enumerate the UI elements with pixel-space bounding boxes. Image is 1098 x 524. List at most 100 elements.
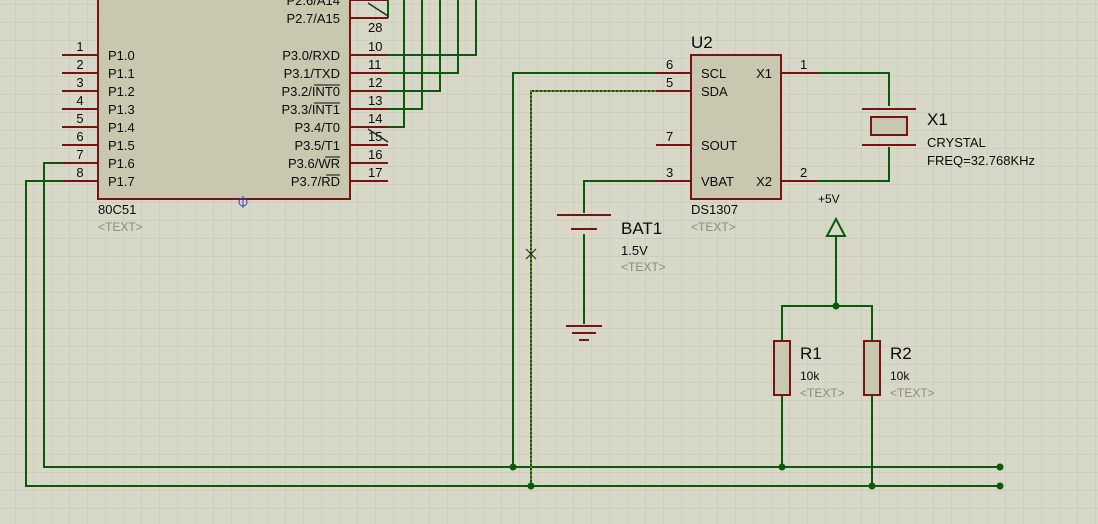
mcu-left-pin-num: 5: [76, 111, 83, 126]
wire-scl: [512, 72, 656, 467]
mcu-left-pin-label: P1.6: [108, 156, 135, 171]
ground-symbol: [566, 325, 602, 341]
mcu-right-pin-label: P3.4/T0: [294, 120, 340, 135]
rtc-pin-x1-label: X1: [756, 66, 772, 81]
wire-p17: [25, 180, 1000, 487]
power-label: +5V: [818, 192, 840, 206]
mcu-top-pin-label: P2.7/A15: [287, 11, 341, 26]
power-5v[interactable]: +5V: [818, 192, 847, 237]
wire-res-top: [781, 305, 873, 340]
battery-ref: BAT1: [621, 219, 662, 238]
crystal-symbol: [862, 108, 916, 146]
mcu-right-pin-num: 17: [368, 165, 382, 180]
mcu-right-pin-num: 12: [368, 75, 382, 90]
mcu-right-pin-label: P3.6/WR: [288, 156, 340, 171]
wire-p16: [43, 162, 1000, 468]
battery-text-placeholder: <TEXT>: [621, 260, 666, 274]
mcu-right-pin-num: 11: [368, 57, 382, 72]
mcu-right-pin-num: 15: [368, 129, 382, 144]
mcu-right-pin-num: 14: [368, 111, 382, 126]
mcu-left-pin-num: 7: [76, 147, 83, 162]
r2-body: [863, 340, 881, 396]
rtc-pin-x1-num: 1: [800, 57, 807, 72]
wire-vbat: [583, 180, 656, 213]
mcu-left-pin-label: P1.7: [108, 174, 135, 189]
mcu-left-pin-num: 8: [76, 165, 83, 180]
resistor-r2[interactable]: R2 10k <TEXT>: [863, 340, 935, 400]
wire-p31: [388, 0, 459, 74]
mcu-pins: 1P1.0 2P1.1 3P1.2 4P1.3 5P1.4 6P1.5 7P1.6 8P1.7…: [62, 0, 389, 189]
rtc-pin-sda-label: SDA: [701, 84, 728, 99]
rtc-name: DS1307: [691, 202, 738, 217]
r1-ref: R1: [800, 344, 822, 363]
battery-symbol: [557, 214, 611, 230]
rtc-text-placeholder: <TEXT>: [691, 220, 736, 234]
mcu-left-pin-label: P1.1: [108, 66, 135, 81]
mcu-name: 80C51: [98, 202, 136, 217]
pin-probe-marker: [367, 128, 389, 143]
mcu-right-pin-label: P3.2/INT0: [281, 84, 340, 99]
mcu-body[interactable]: [97, 0, 351, 200]
wire-x2: [818, 147, 890, 182]
mcu-left-pin-num: 2: [76, 57, 83, 72]
resistor-r1[interactable]: R1 10k <TEXT>: [773, 340, 845, 400]
mcu-text-placeholder: <TEXT>: [98, 220, 143, 234]
rtc-pin-x2-label: X2: [756, 174, 772, 189]
mcu-right-pin-label: P3.1/TXD: [284, 66, 340, 81]
rtc-pin-sout-num: 7: [666, 129, 673, 144]
r1-value: 10k: [800, 369, 820, 383]
crystal-type: CRYSTAL: [927, 135, 986, 150]
rtc-ref: U2: [691, 33, 713, 52]
mcu-left-pin-label: P1.0: [108, 48, 135, 63]
rtc-pin-lines: [656, 72, 818, 182]
wire-p34: [388, 0, 405, 128]
r2-text-placeholder: <TEXT>: [890, 386, 935, 400]
mcu-right-pin-label: P3.7/RD: [291, 174, 340, 189]
sda-marker: [525, 248, 537, 260]
mcu-right-pin-num: 16: [368, 147, 382, 162]
crystal-x1[interactable]: X1 CRYSTAL FREQ=32.768KHz: [862, 108, 1035, 168]
crystal-freq: FREQ=32.768KHz: [927, 153, 1035, 168]
rtc-pin-scl-label: SCL: [701, 66, 726, 81]
mcu-left-pin-num: 1: [76, 39, 83, 54]
mcu-right-pin-label: P3.0/RXD: [282, 48, 340, 63]
mcu-80c51[interactable]: 1P1.0 2P1.1 3P1.2 4P1.3 5P1.4 6P1.5 7P1.6 8P1.7…: [62, 0, 389, 234]
mcu-left-pin-num: 4: [76, 93, 83, 108]
rtc-pin-sout-label: SOUT: [701, 138, 737, 153]
rtc-pin-vbat-label: VBAT: [701, 174, 734, 189]
wire-p30: [388, 0, 477, 56]
crystal-ref: X1: [927, 110, 948, 129]
mcu-origin-marker: [238, 196, 248, 208]
rtc-ds1307[interactable]: U2 DS1307 <TEXT> 6 5 7 3 1 2 SCL SDA SOU…: [656, 33, 818, 234]
sda-dashed-overlay: [530, 90, 656, 486]
r1-body: [773, 340, 791, 396]
mcu-left-pin-label: P1.2: [108, 84, 135, 99]
rtc-pin-vbat-num: 3: [666, 165, 673, 180]
mcu-left-pin-label: P1.3: [108, 102, 135, 117]
mcu-left-pin-num: 3: [76, 75, 83, 90]
wire-p33: [388, 0, 423, 110]
mcu-right-pin-num: 13: [368, 93, 382, 108]
rtc-pin-sda-num: 5: [666, 75, 673, 90]
power-arrow-icon: [825, 216, 847, 237]
battery-value: 1.5V: [621, 243, 648, 258]
r2-ref: R2: [890, 344, 912, 363]
r1-text-placeholder: <TEXT>: [800, 386, 845, 400]
mcu-top-pin-label: P2.6/A14: [287, 0, 341, 8]
junctions: [509, 302, 1004, 490]
pin-probe-marker: [367, 2, 389, 17]
mcu-left-pin-num: 6: [76, 129, 83, 144]
wire-x1: [818, 72, 890, 106]
rtc-body[interactable]: [690, 54, 782, 200]
mcu-left-pin-label: P1.4: [108, 120, 135, 135]
mcu-left-pin-label: P1.5: [108, 138, 135, 153]
mcu-right-pin-num: 10: [368, 39, 382, 54]
r2-value: 10k: [890, 369, 910, 383]
battery-bat1[interactable]: BAT1 1.5V <TEXT>: [557, 214, 666, 341]
mcu-top-pin-num: 28: [368, 20, 382, 35]
rtc-pin-x2-num: 2: [800, 165, 807, 180]
wire-p32: [388, 0, 441, 92]
mcu-right-pin-label: P3.5/T1: [294, 138, 340, 153]
mcu-right-pin-label: P3.3/INT1: [281, 102, 340, 117]
